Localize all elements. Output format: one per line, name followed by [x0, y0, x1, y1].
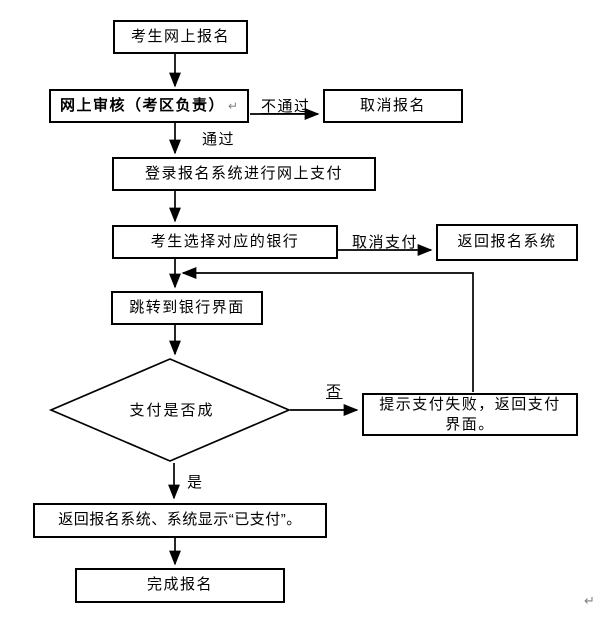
node-review: 网上审核（考区负责）↵: [49, 89, 249, 123]
node-finish: 完成报名: [75, 568, 285, 603]
node-pay-decision-label: 支付是否成: [129, 402, 215, 419]
paragraph-return-mark: ↵: [227, 98, 239, 113]
node-pay-fail: 提示支付失败，返回支付界面。: [362, 393, 578, 436]
edge-label-yes: 是: [187, 474, 204, 491]
node-register: 考生网上报名: [113, 20, 248, 54]
node-review-label: 网上审核（考区负责）: [59, 96, 225, 114]
edge-label-fail: 不通过: [261, 98, 311, 115]
edge-label-cancel-pay: 取消支付: [352, 234, 419, 251]
node-return-system: 返回报名系统: [436, 224, 578, 261]
node-bank-page: 跳转到银行界面: [111, 291, 263, 325]
edge-label-pass: 通过: [202, 131, 236, 148]
node-choose-bank: 考生选择对应的银行: [112, 225, 338, 259]
decision-diamond-shape: [48, 358, 292, 462]
node-pay-login: 登录报名系统进行网上支付: [112, 157, 376, 191]
arrow-payfail-feedback-to-bankpage: [181, 267, 474, 392]
edge-label-no: 否: [326, 383, 343, 400]
node-pay-done: 返回报名系统、系统显示“已支付”。: [33, 503, 327, 538]
node-cancel-registration: 取消报名: [323, 89, 463, 123]
paragraph-return-mark-corner: ↵: [584, 593, 595, 608]
